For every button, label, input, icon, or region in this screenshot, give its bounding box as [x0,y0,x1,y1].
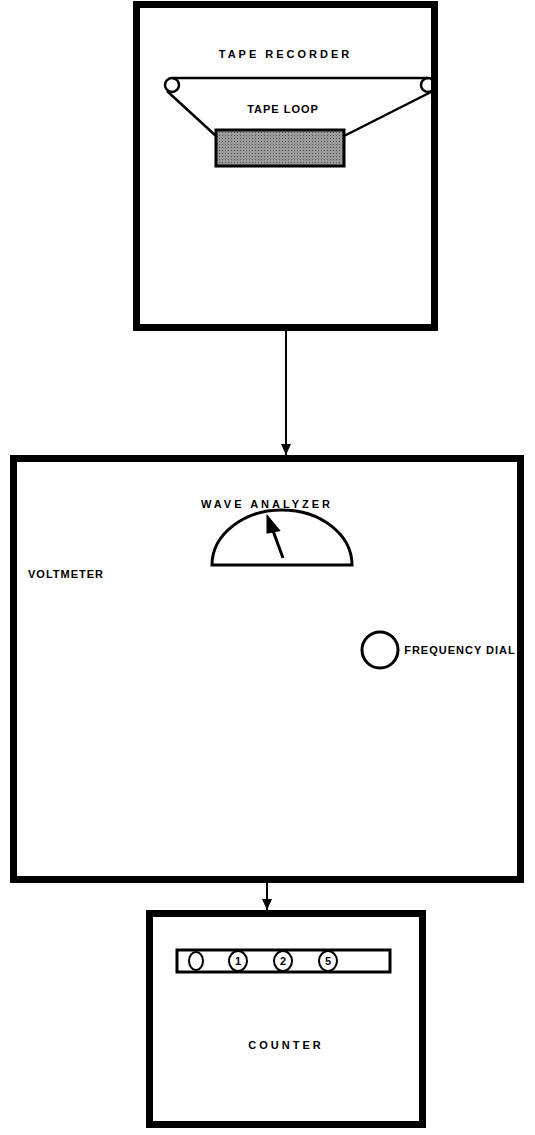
counter-strip [177,950,390,972]
device-box: TAPE RECORDER [133,1,438,331]
device-title: COUNTER [153,1039,419,1051]
device-title: WAVE ANALYZER [17,498,517,510]
part-label: VOLTMETER [28,568,104,580]
part-label: TAPE LOOP [247,103,319,115]
frequency-dial [362,632,398,668]
tape-loop [165,78,435,166]
signal-arrow [262,883,272,910]
part-label: FREQUENCY DIAL [404,640,516,660]
voltmeter-symbol [212,510,352,565]
signal-arrow [281,331,291,455]
counter-digit: 1 [228,950,248,972]
device-box: COUNTER [146,910,426,1128]
device-box: WAVE ANALYZER [10,455,524,883]
counter-digit: 2 [273,950,293,972]
device-title: TAPE RECORDER [140,48,431,60]
counter-digit: 5 [318,950,338,972]
